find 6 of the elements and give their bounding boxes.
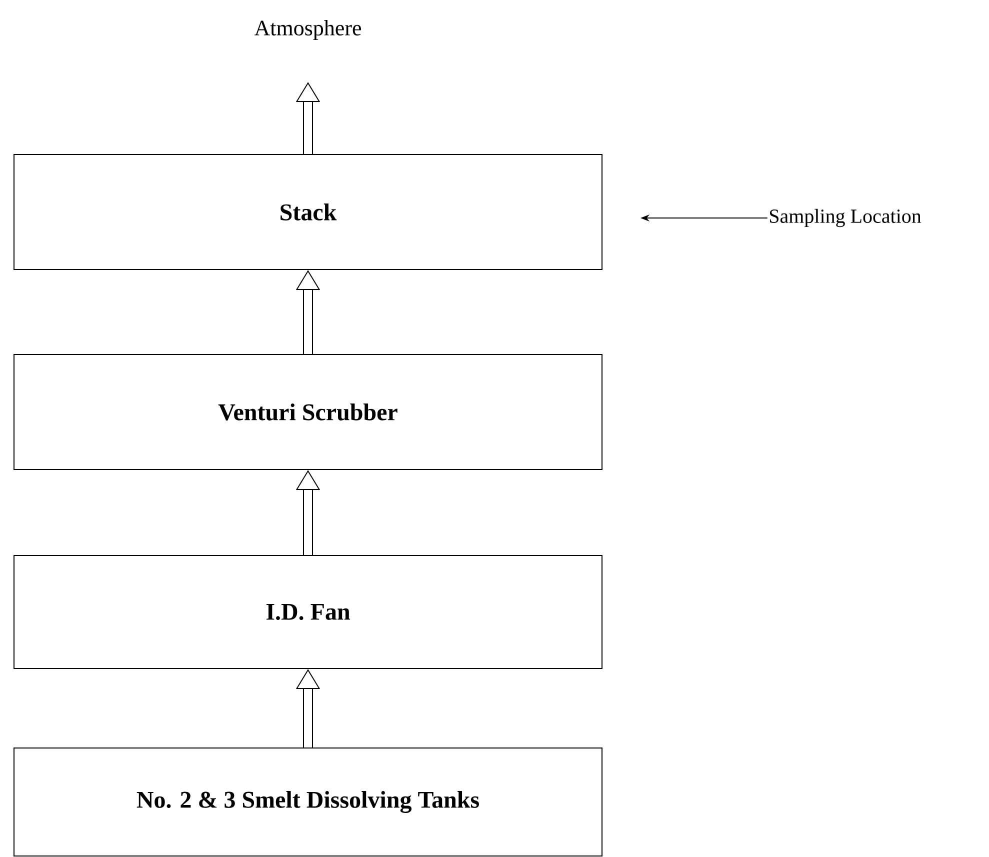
process-box: No. 2 & 3 Smelt Dissolving Tanks [14, 748, 602, 856]
process-box: Stack [14, 154, 602, 270]
outlet-label: Atmosphere [254, 20, 361, 40]
location-label: Sampling Location [770, 208, 922, 228]
process-box: I.D. Fan [14, 555, 602, 669]
process-box: Venturi Scrubber [14, 354, 602, 470]
